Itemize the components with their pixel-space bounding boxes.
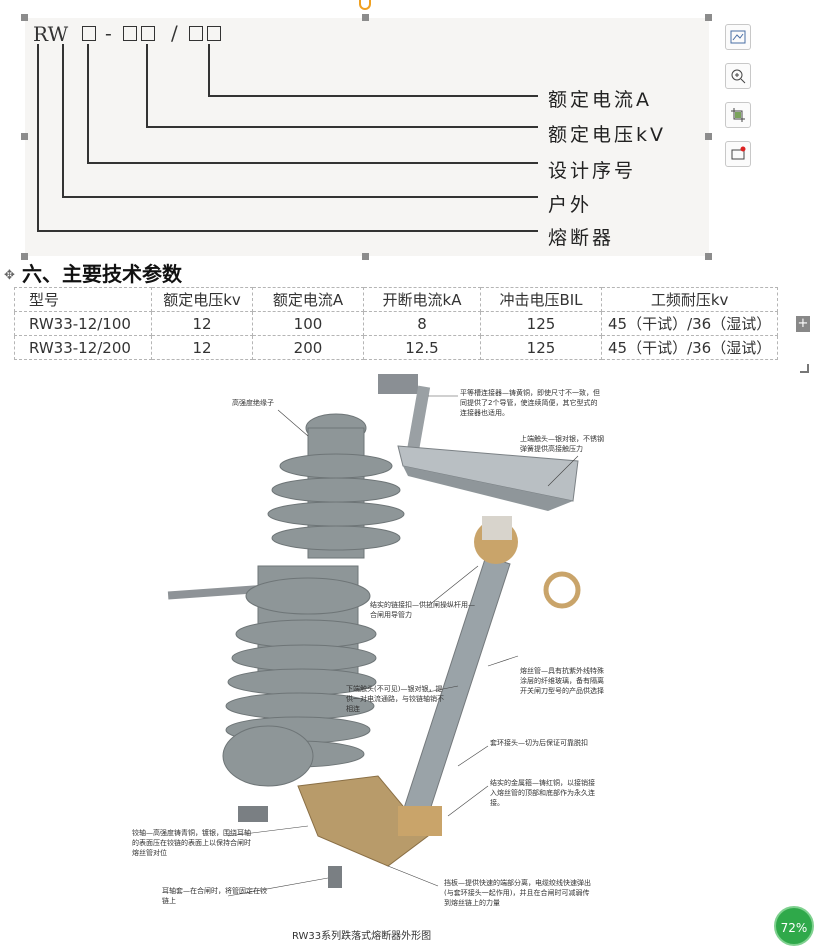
table-cell: RW33-12/200 bbox=[14, 335, 152, 360]
annotation-chain: 结实的链接扣—供拉闸操纵杆用—合闸用导管力 bbox=[370, 601, 475, 619]
code-label-fuse: 熔断器 bbox=[548, 227, 615, 249]
leader-line bbox=[208, 44, 210, 97]
table-cell: 8 bbox=[363, 311, 481, 336]
table-header-cell: 额定电压kv bbox=[151, 287, 253, 312]
leader-line bbox=[37, 230, 538, 232]
annotation-upper-contact: 上端触头—银对银，不锈钢弹簧提供高接触压力 bbox=[520, 435, 604, 453]
annotation-ring: 套环接头—切为后保证可靠脱扣 bbox=[490, 739, 588, 747]
leader-line bbox=[62, 44, 64, 198]
code-dash: - bbox=[105, 21, 112, 45]
layout-icon bbox=[730, 30, 746, 44]
table-header-row: 型号 额定电压kv 额定电流A 开断电流kA 冲击电压BIL 工频耐压kv bbox=[14, 287, 779, 312]
resize-handle[interactable] bbox=[21, 133, 28, 140]
crop-button[interactable] bbox=[725, 102, 751, 128]
layout-options-button[interactable] bbox=[725, 24, 751, 50]
zoom-in-icon bbox=[731, 69, 746, 84]
parameters-table: 型号 额定电压kv 额定电流A 开断电流kA 冲击电压BIL 工频耐压kv RW… bbox=[14, 287, 779, 360]
code-placeholder-box bbox=[141, 26, 155, 41]
code-placeholder-box bbox=[207, 26, 221, 41]
annotation-fuse-tube: 熔丝管—具有抗紫外线特殊涂层的纤维玻璃，备有隔离开关闸刀型号的产品供选择 bbox=[520, 667, 604, 695]
leader-line bbox=[87, 162, 538, 164]
code-label-rated-current: 额定电流A bbox=[548, 89, 652, 111]
code-label-design-number: 设计序号 bbox=[548, 160, 637, 182]
leader-line bbox=[62, 196, 538, 198]
table-row: RW33-12/200 12 200 12.5 125 45（干试）/36（湿试… bbox=[14, 335, 779, 360]
model-code-figure[interactable]: RW - / 额定电流A 额定电压kV 设计序号 户外 熔断器 bbox=[25, 18, 709, 256]
resize-handle[interactable] bbox=[705, 253, 712, 260]
annotation-lower-contact: 下端触头(不可见)—银对银，提供一对电流通路，与铰链轴销不相连 bbox=[346, 685, 444, 713]
table-header-cell: 型号 bbox=[14, 287, 152, 312]
code-placeholder-box bbox=[82, 26, 96, 41]
table-header-cell: 工频耐压kv bbox=[600, 287, 779, 312]
code-placeholder-box bbox=[189, 26, 203, 41]
table-cell: 12 bbox=[151, 335, 253, 360]
leader-line bbox=[146, 126, 538, 128]
table-cell: 125 bbox=[480, 311, 602, 336]
code-label-rated-voltage: 额定电压kV bbox=[548, 124, 667, 146]
figure-caption: RW33系列跌落式熔断器外形图 bbox=[292, 931, 432, 942]
resize-handle[interactable] bbox=[21, 14, 28, 21]
annotation-connector: 平等槽连接器—铸黄铜，即使尺寸不一致，但同提供了2个导管，使连续简便，其它型式的… bbox=[460, 389, 600, 417]
table-cell: 45（干试）/36（湿试） bbox=[600, 335, 779, 360]
table-cell: 12.5 bbox=[363, 335, 481, 360]
table-add-column-button[interactable]: + bbox=[796, 316, 810, 332]
leader-line bbox=[208, 95, 538, 97]
product-figure[interactable]: 高强度绝缘子 平等槽连接器—铸黄铜，即使尺寸不一致，但同提供了2个导管，使连续简… bbox=[128, 366, 608, 944]
table-cell: 100 bbox=[252, 311, 364, 336]
resize-handle[interactable] bbox=[362, 253, 369, 260]
annotation-metal-cap: 结实的金属箍—铸红铜，以接销接入熔丝管的顶部和底部作为永久连接。 bbox=[490, 779, 595, 807]
zoom-level-badge[interactable]: 72% bbox=[774, 906, 814, 946]
table-cell: 45（干试）/36（湿试） bbox=[600, 311, 779, 336]
table-header-cell: 开断电流kA bbox=[363, 287, 481, 312]
section-heading: 六、主要技术参数 bbox=[22, 262, 182, 286]
annotation-lever: 挡板—提供快速的端部分离，电缆绞线快速弹出(与套环接头一起作用)，并且在合闸时可… bbox=[444, 879, 591, 907]
table-cell: 125 bbox=[480, 335, 602, 360]
frame-button[interactable] bbox=[725, 141, 751, 167]
rotate-handle[interactable] bbox=[359, 0, 371, 10]
resize-handle[interactable] bbox=[705, 133, 712, 140]
table-cell: 12 bbox=[151, 311, 253, 336]
code-slash: / bbox=[171, 21, 178, 45]
annotation-hinge: 铰轴—高强度铸青铜，镀银，围绕耳轴的表面压在铰链的表面上以保持合闸时熔丝管对位 bbox=[132, 829, 251, 857]
resize-handle[interactable] bbox=[705, 14, 712, 21]
crop-icon bbox=[731, 108, 745, 122]
leader-line bbox=[146, 44, 148, 128]
zoom-button[interactable] bbox=[725, 63, 751, 89]
resize-handle[interactable] bbox=[21, 253, 28, 260]
table-row: RW33-12/100 12 100 8 125 45（干试）/36（湿试） bbox=[14, 311, 779, 336]
code-label-outdoor: 户外 bbox=[548, 194, 593, 216]
table-header-cell: 冲击电压BIL bbox=[480, 287, 602, 312]
table-header-cell: 额定电流A bbox=[252, 287, 364, 312]
table-move-handle[interactable]: ✥ bbox=[4, 268, 15, 283]
resize-handle[interactable] bbox=[362, 14, 369, 21]
code-placeholder-box bbox=[123, 26, 137, 41]
frame-icon bbox=[731, 146, 746, 160]
leader-line bbox=[37, 44, 39, 232]
annotation-insulator: 高强度绝缘子 bbox=[232, 399, 274, 407]
table-resize-handle[interactable] bbox=[800, 364, 809, 373]
fuse-cutout-illustration bbox=[167, 374, 581, 897]
annotation-ear-sleeve: 耳轴套—在合闸时，将管固定在铰链上 bbox=[162, 887, 267, 905]
model-code-prefix: RW bbox=[33, 22, 69, 46]
leader-line bbox=[87, 44, 89, 164]
table-cell: RW33-12/100 bbox=[14, 311, 152, 336]
table-cell: 200 bbox=[252, 335, 364, 360]
